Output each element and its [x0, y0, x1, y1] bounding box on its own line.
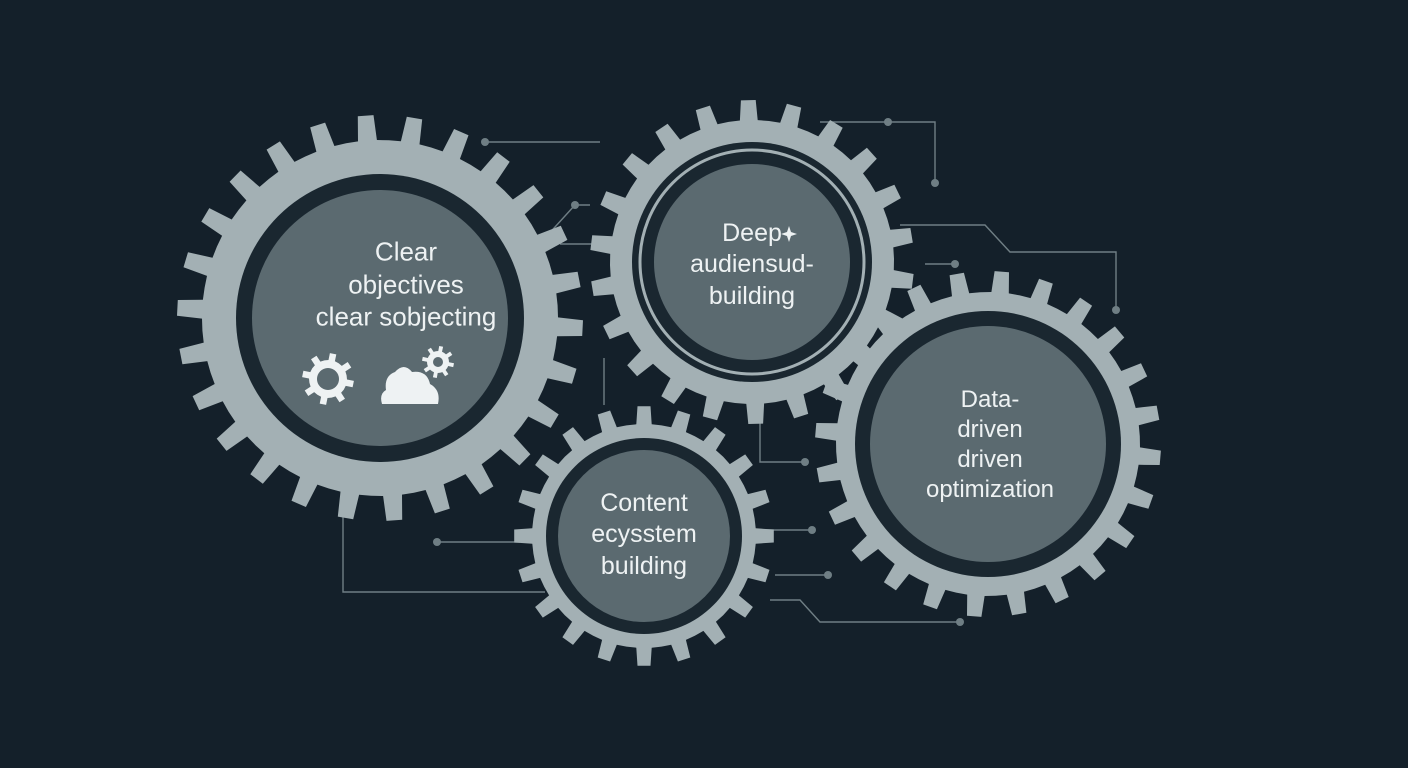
connector-dot [1112, 306, 1120, 314]
gear-label-line: Content [600, 489, 688, 518]
connector-dot [808, 526, 816, 534]
connector-dot [956, 618, 964, 626]
gear-content-ecosystem [514, 406, 774, 666]
gear-label-line: optimization [925, 476, 1055, 503]
connector-line [342, 500, 545, 593]
gear-icons [302, 226, 797, 405]
gear-label-line: audiensud- [690, 250, 814, 279]
gear-label-line: Clear [374, 236, 438, 267]
gear-clear-objectives [177, 115, 583, 521]
small-gear-icon [422, 346, 454, 378]
gear-deep-audience [590, 100, 914, 424]
gear-label-line: objectives [348, 268, 464, 299]
connector-dot [824, 571, 832, 579]
gear-inner-disc [558, 450, 730, 622]
gear-label-line: driven [957, 416, 1023, 443]
gear-label-line: driven [957, 446, 1023, 473]
gear-label-content-ecosystem: Content ecysstem building [591, 488, 697, 582]
connector-dot [884, 118, 892, 126]
gears-group [177, 100, 1161, 666]
connector-dot [801, 458, 809, 466]
gear-label-line: building [600, 551, 688, 580]
gear-ring-highlight [638, 148, 866, 376]
connector-lines [342, 118, 1120, 626]
gear-label-data-driven: Data- driven driven optimization [926, 385, 1054, 505]
connector-line [770, 599, 960, 623]
connector-dot [951, 260, 959, 268]
gear-icon [302, 353, 354, 405]
gear-inner-disc [870, 326, 1106, 562]
cloud-icon [381, 367, 439, 404]
gear-label-deep-audience: Deep audiensud- building [690, 218, 814, 312]
connector-line [820, 121, 936, 183]
connector-line [900, 224, 1117, 310]
connector-dot [931, 179, 939, 187]
gear-label-line: Deep [722, 219, 782, 248]
connector-dot [571, 201, 579, 209]
gear-label-line: building [708, 281, 796, 310]
gear-label-line: ecysstem [591, 520, 697, 549]
gear-label-clear-objectives: Clear objectives clear sobjecting [316, 235, 497, 333]
connector-line [759, 412, 805, 463]
gear-data-driven [815, 271, 1161, 617]
sparkle-icon [781, 226, 797, 242]
connector-dot [481, 138, 489, 146]
gear-label-line: clear sobjecting [315, 301, 497, 332]
gear-inner-disc [654, 164, 850, 360]
connector-dot [433, 538, 441, 546]
gear-label-line: Data- [960, 386, 1020, 413]
